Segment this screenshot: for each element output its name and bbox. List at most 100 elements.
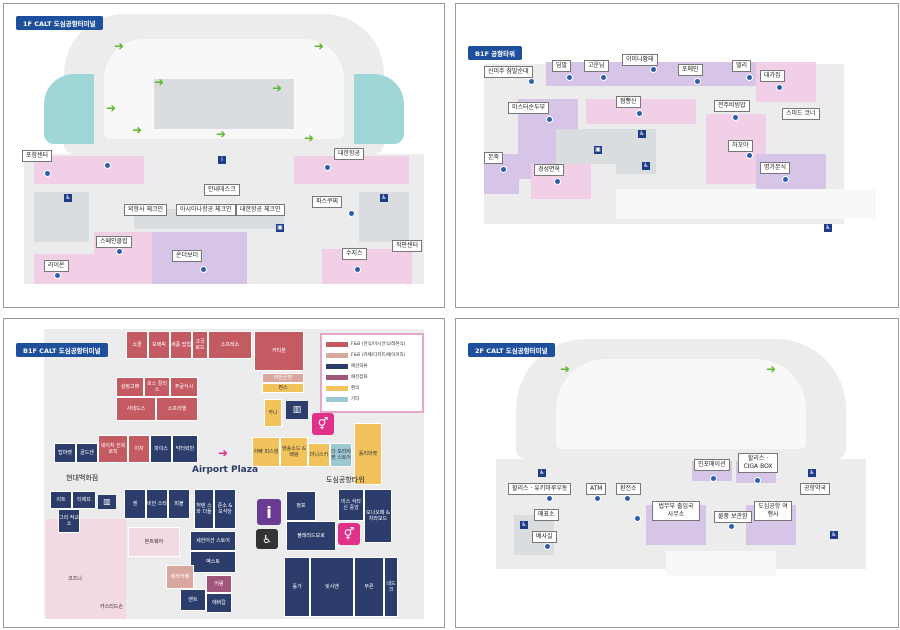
shop-cell[interactable]: 맨트 xyxy=(180,589,206,611)
shop-cell[interactable]: 에버캅 xyxy=(206,593,232,613)
shop-cell[interactable]: 소프라행 xyxy=(156,397,198,421)
shop-cell[interactable]: 엔 xyxy=(124,489,146,519)
shop-cell[interactable]: 어람 xyxy=(206,575,232,593)
escalator-icon: ▥ xyxy=(98,495,116,509)
shop-cell[interactable]: 아빠 피스쌈 xyxy=(252,437,280,467)
shop-cell[interactable]: 미스 식타 신 중앙 xyxy=(338,489,364,521)
shop-cell[interactable]: 쇼콜 xyxy=(126,331,148,359)
shop-cell[interactable]: 더 포라자켓 스토어 xyxy=(330,443,352,467)
legend-fb2: F&B (카페/디저트/베이커리) xyxy=(351,353,406,358)
bus-lane xyxy=(666,551,776,576)
outdoor-left xyxy=(46,519,126,619)
shop-cell[interactable]: 설랑고쁘 xyxy=(116,377,144,397)
panel-title: 1F CALT 도심공항터미널 xyxy=(16,16,103,30)
escalators xyxy=(556,129,616,164)
location-pin-icon xyxy=(546,495,553,502)
shop-cell[interactable]: 파이스 xyxy=(150,435,172,463)
location-pin-icon xyxy=(624,495,631,502)
restroom-icon: ♿ xyxy=(520,521,528,529)
shop-cell[interactable]: 하번군번 xyxy=(262,373,304,383)
arrow-icon: ➜ xyxy=(766,362,777,376)
shop-cell[interactable]: 본트웨어 xyxy=(128,527,180,557)
elevator-icon: ▣ xyxy=(276,224,284,232)
shop-cell[interactable]: 세품 팝업 xyxy=(170,331,192,359)
shop-label-castid: 카스티드손 xyxy=(100,604,124,610)
shop-cell[interactable]: 모나오페 & 차라모드 xyxy=(364,489,392,543)
teal-side-left xyxy=(44,74,94,144)
label-gobong: 고운님 xyxy=(584,60,609,72)
panel-title: B1F CALT 도심공항터미널 xyxy=(16,343,108,357)
label-dagajip: 대가집 xyxy=(760,70,785,82)
shop-cell[interactable]: 소프레소 xyxy=(208,331,252,359)
shop-cell[interactable]: 정포 xyxy=(286,491,316,521)
location-pin-icon xyxy=(500,166,507,173)
label-exchange: 환전소 xyxy=(616,483,641,495)
shop-cell[interactable]: 호스 컬리스 xyxy=(144,377,170,397)
shop-cell[interactable]: 사데드스 xyxy=(116,397,156,421)
location-pin-icon xyxy=(324,164,331,171)
label-ticket: 매표소 xyxy=(534,509,559,521)
location-pin-icon xyxy=(44,170,51,177)
shop-cell[interactable]: 벡스토 xyxy=(190,551,236,573)
location-pin-icon xyxy=(754,477,761,484)
shop-cell[interactable]: 티에프 xyxy=(72,491,96,509)
tower-label: 도심공항타워 xyxy=(326,476,365,484)
pink-arrow-icon: ➜ xyxy=(218,446,229,460)
shop-cell[interactable]: 홀리마켓 xyxy=(354,423,382,485)
label-baggage: 물품 보관함 xyxy=(714,511,752,523)
lower-stairs xyxy=(616,189,876,219)
shop-cell[interactable]: 베라카페 xyxy=(166,565,194,589)
shop-cell[interactable]: 허텐 스와 더들 xyxy=(194,489,214,529)
shop-cell[interactable]: 닥터락반 xyxy=(172,435,198,463)
shop-cell[interactable]: 비안 스타 xyxy=(146,489,168,519)
shop-cell[interactable]: 카티분 xyxy=(254,331,304,371)
label-city-travel: 도심공항 여행사 xyxy=(754,501,792,521)
shop-cell[interactable]: 그리 작교소 xyxy=(58,509,80,533)
label-mistersobu: 미스터순두부 xyxy=(508,102,550,114)
shop-cell[interactable]: 홀가 xyxy=(284,557,310,617)
location-pin-icon xyxy=(732,114,739,121)
shop-cell[interactable]: 이자 xyxy=(128,435,150,463)
shop-cell[interactable]: 불레러드보로 xyxy=(286,521,336,551)
label-lotteria: 라이온 xyxy=(44,260,69,272)
shop-cell[interactable]: 엣송소드 & 베링 xyxy=(280,437,308,467)
shop-cell[interactable]: 네드크 xyxy=(384,557,398,617)
restroom-icon: ♿ xyxy=(808,469,816,477)
restroom-icon: ♿ xyxy=(638,130,646,138)
shop-cell[interactable]: 펀스 xyxy=(262,383,304,393)
legend-fashion1: 패션의류 xyxy=(351,364,368,369)
shop-cell[interactable]: 푸굴식시 xyxy=(170,377,198,397)
shop-cell[interactable]: 세한어션 스토어 xyxy=(190,531,236,551)
arrow-icon: ➜ xyxy=(132,123,143,137)
shop-cell[interactable]: 이트 xyxy=(50,491,72,509)
shop-cell[interactable]: 미니스키 xyxy=(308,443,330,467)
shop-cell[interactable]: 보배픽 xyxy=(148,331,170,359)
teal-side-right xyxy=(354,74,404,144)
label-info-desk: 안내데스크 xyxy=(204,184,240,196)
label-starcorner: 스피드 코너 xyxy=(782,108,820,120)
shop-cell[interactable]: 카니 xyxy=(264,399,282,427)
shop-cell[interactable]: 고국 로드 xyxy=(192,331,208,359)
location-pin-icon xyxy=(528,78,535,85)
zone-top-right xyxy=(756,62,816,102)
label-pomein: 포메인 xyxy=(678,64,703,76)
shop-cell[interactable]: 탑마켓 xyxy=(54,443,76,463)
label-pascucci: 파스쿠찌 xyxy=(312,196,343,208)
restroom-left xyxy=(34,192,89,242)
shop-cell[interactable]: 무른 xyxy=(354,557,384,617)
location-pin-icon xyxy=(104,162,111,169)
arrow-icon: ➜ xyxy=(314,39,325,53)
label-gyeongseong: 경성면옥 xyxy=(534,164,565,176)
center-island xyxy=(154,79,294,129)
shop-cell[interactable]: 릿사엔 xyxy=(310,557,354,617)
label-lounge: 베사실 xyxy=(532,531,557,543)
panel-2f-calt: 2F CALT 도심공항터미널 ➜ ➜ 인포메이션 할리스 · CIGA BOX… xyxy=(455,318,899,628)
shop-cell[interactable]: 피볼 xyxy=(168,489,190,519)
label-hakoya: 하꼬야 xyxy=(728,140,753,152)
shop-cell[interactable]: 골드센 xyxy=(76,443,98,463)
location-pin-icon xyxy=(650,66,657,73)
restroom-icon: ⚥ xyxy=(338,523,360,545)
shop-cell[interactable]: 준소 & 모식당 xyxy=(214,489,236,529)
location-pin-icon xyxy=(634,515,641,522)
shop-cell[interactable]: 네이처 진희로직 xyxy=(98,435,128,463)
